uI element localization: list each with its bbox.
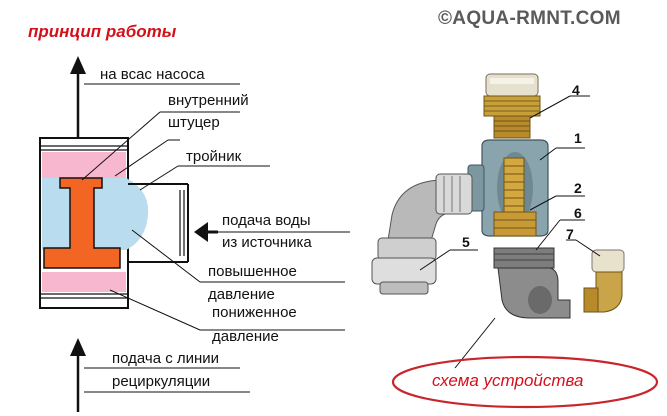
part-number-7: 7 — [566, 226, 574, 242]
principle-title: принцип работы — [28, 22, 176, 42]
device-scheme-caption: схема устройства — [432, 371, 583, 391]
watermark-text: ©AQUA-RMNT.COM — [438, 8, 621, 30]
blue-zone — [42, 178, 148, 250]
label-suction: на всас насоса — [100, 66, 205, 83]
label-low-pressure-1: пониженное — [212, 304, 297, 321]
part-number-2: 2 — [574, 180, 582, 196]
label-inner-fitting-2: штуцер — [168, 114, 220, 131]
part-number-4: 4 — [572, 82, 580, 98]
label-low-pressure-2: давление — [212, 328, 279, 345]
label-water-supply-2: из источника — [222, 234, 312, 251]
pink-zone — [42, 152, 126, 178]
suction-arrow — [70, 56, 86, 138]
recirculation-arrow — [70, 338, 86, 412]
label-high-pressure-1: повышенное — [208, 263, 297, 280]
label-high-pressure-2: давление — [208, 286, 275, 303]
label-tee: тройник — [186, 148, 241, 165]
part-number-6: 6 — [574, 205, 582, 221]
part-2-nipple — [494, 212, 536, 236]
part-5-elbow — [372, 174, 472, 294]
label-recirc-2: рециркуляции — [112, 373, 210, 390]
pink-bottom-zone — [42, 272, 126, 292]
label-inner-fitting-1: внутренний — [168, 92, 249, 109]
part-6-elbow — [494, 248, 570, 318]
part-number-1: 1 — [574, 130, 582, 146]
label-recirc-1: подача с линии — [112, 350, 219, 367]
inlet-arrow — [194, 222, 218, 242]
part-7-elbow — [584, 250, 624, 312]
label-water-supply-1: подача воды — [222, 212, 311, 229]
part-4-nut — [484, 74, 540, 138]
part-number-5: 5 — [462, 234, 470, 250]
